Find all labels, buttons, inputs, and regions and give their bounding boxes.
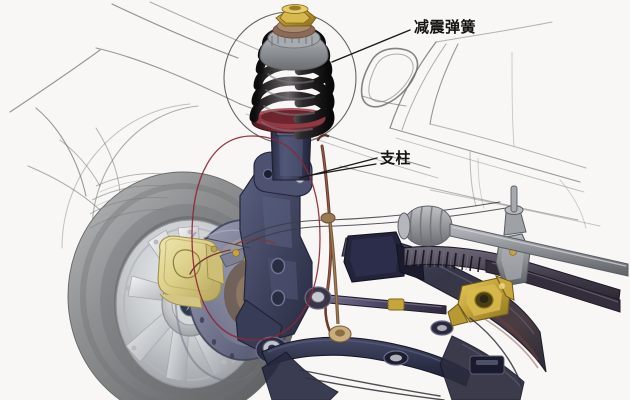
rack-bracket [447,275,515,327]
leader-lines [299,29,411,179]
strut-assembly-red-circle [191,135,321,341]
leader-spring [331,29,411,63]
label-shock-absorber-spring: 减震弹簧 [414,18,477,36]
label-strut: 支柱 [380,149,412,167]
tie-rod [304,286,447,315]
sway-bar-link [320,212,352,343]
strut-top-mount [259,19,329,71]
brake-caliper [157,235,225,309]
drive-shaft [449,223,629,277]
strut-top-nut [275,4,317,27]
leader-strut-cross [305,163,377,177]
lower-hoses [299,317,523,400]
